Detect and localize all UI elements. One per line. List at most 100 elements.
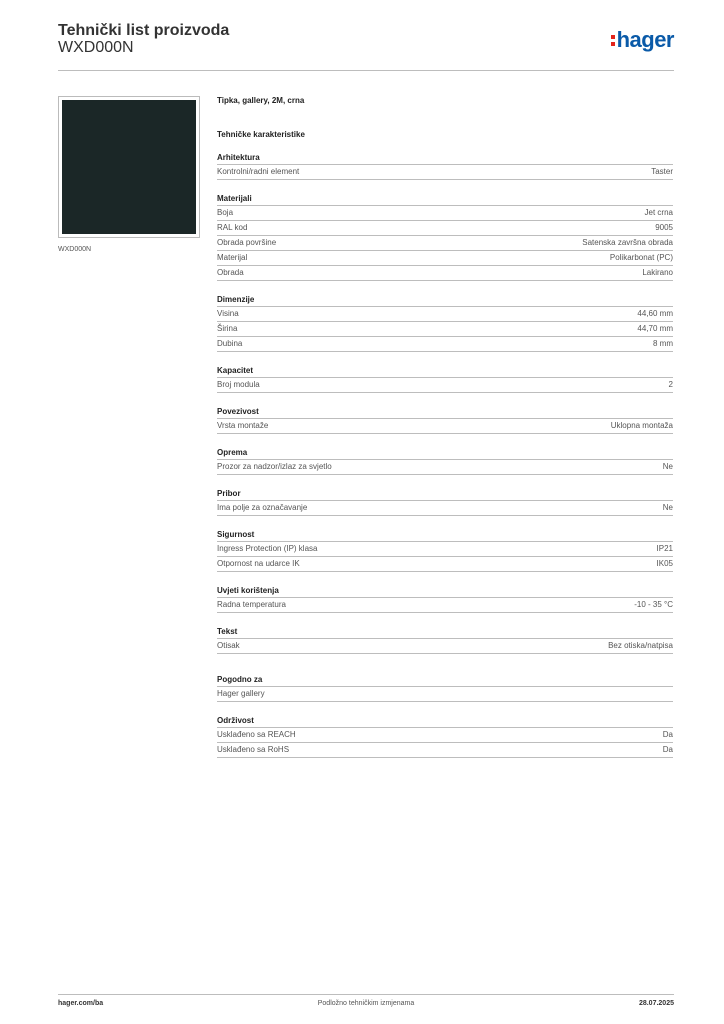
spec-value: Da (662, 745, 673, 754)
spec-row: Obrada površine Satenska završna obrada (217, 236, 673, 251)
spec-row: Obrada Lakirano (217, 266, 673, 281)
spec-value: 8 mm (653, 339, 673, 348)
spec-label: Prozor za nadzor/izlaz za svjetlo (217, 462, 332, 471)
spec-value: Uklopna montaža (610, 421, 673, 430)
spec-row: Boja Jet crna (217, 206, 673, 221)
spec-value: IK05 (656, 559, 673, 568)
footer-date: 28.07.2025 (638, 1000, 674, 1007)
page-footer: hager.com/ba Podložno tehničkim izmjenam… (58, 994, 674, 1011)
product-name: Tipka, gallery, 2M, crna (217, 96, 305, 105)
spec-value: Bez otiska/natpisa (608, 641, 673, 650)
spec-section-heading: Pribor (217, 488, 673, 501)
spec-section-heading: Dimenzije (217, 294, 673, 307)
spec-row: Usklađeno sa REACH Da (217, 728, 673, 743)
spec-label: Dubina (217, 339, 243, 348)
spec-section-heading: Pogodno za (217, 674, 673, 687)
logo-dots-icon (610, 33, 615, 47)
footer-website[interactable]: hager.com/ba (58, 1000, 104, 1007)
spec-value: Da (662, 730, 673, 739)
spec-row: Ingress Protection (IP) klasa IP21 (217, 542, 673, 557)
spec-row: Otpornost na udarce IK IK05 (217, 557, 673, 572)
spec-row: Hager gallery (217, 687, 673, 702)
spec-label: Kontrolni/radni element (217, 167, 300, 176)
spec-label: Otisak (217, 641, 240, 650)
spec-label: Širina (217, 324, 238, 333)
spec-row: Prozor za nadzor/izlaz za svjetlo Ne (217, 460, 673, 475)
spec-label: Obrada površine (217, 238, 277, 247)
spec-row: Otisak Bez otiska/natpisa (217, 639, 673, 654)
product-image (58, 96, 200, 238)
spec-section-heading: Materijali (217, 193, 673, 206)
spec-label: Broj modula (217, 380, 260, 389)
page-title: Tehnički list proizvoda (58, 22, 230, 39)
spec-section: Pogodno za Hager gallery (217, 674, 673, 702)
spec-value: Jet crna (644, 208, 673, 217)
spec-label: Obrada (217, 268, 244, 277)
spec-value: Ne (662, 503, 673, 512)
spec-row: Ima polje za označavanje Ne (217, 501, 673, 516)
spec-label: Usklađeno sa RoHS (217, 745, 290, 754)
spec-section-heading: Arhitektura (217, 152, 673, 165)
spec-value: Taster (651, 167, 673, 176)
spec-value: 44,60 mm (637, 309, 673, 318)
spec-label: Visina (217, 309, 239, 318)
page-header: Tehnički list proizvoda WXD000N hager (58, 22, 675, 71)
product-code: WXD000N (58, 39, 134, 56)
spec-row: Kontrolni/radni element Taster (217, 165, 673, 180)
spec-label: Materijal (217, 253, 248, 262)
spec-row: Visina 44,60 mm (217, 307, 673, 322)
footer-note: Podložno tehničkim izmjenama (317, 1000, 415, 1007)
spec-value: -10 - 35 °C (634, 600, 673, 609)
spec-value: Polikarbonat (PC) (609, 253, 673, 262)
spec-label: RAL kod (217, 223, 248, 232)
spec-section-heading: Povezivost (217, 406, 673, 419)
spec-label: Hager gallery (217, 689, 265, 698)
spec-section-heading: Kapacitet (217, 365, 673, 378)
spec-section-heading: Sigurnost (217, 529, 673, 542)
spec-label: Otpornost na udarce IK (217, 559, 300, 568)
spec-row: Usklađeno sa RoHS Da (217, 743, 673, 758)
spec-value: Satenska završna obrada (582, 238, 673, 247)
spec-value: Ne (662, 462, 673, 471)
spec-section-heading: Oprema (217, 447, 673, 460)
spec-row: Vrsta montaže Uklopna montaža (217, 419, 673, 434)
spec-section-heading: Tekst (217, 626, 673, 639)
spec-content: Tipka, gallery, 2M, crna Tehničke karakt… (217, 96, 673, 758)
spec-section-heading: Uvjeti korištenja (217, 585, 673, 598)
spec-value: 2 (668, 380, 673, 389)
spec-label: Boja (217, 208, 234, 217)
spec-label: Ingress Protection (IP) klasa (217, 544, 318, 553)
spec-row: Širina 44,70 mm (217, 322, 673, 337)
spec-row: Materijal Polikarbonat (PC) (217, 251, 673, 266)
spec-section-heading: Održivost (217, 715, 673, 728)
spec-value: IP21 (656, 544, 673, 553)
spec-row: RAL kod 9005 (217, 221, 673, 236)
spec-label: Radna temperatura (217, 600, 286, 609)
spec-label: Usklađeno sa REACH (217, 730, 296, 739)
product-image-caption: WXD000N (58, 246, 92, 253)
logo-text: hager (616, 27, 675, 52)
spec-row: Radna temperatura -10 - 35 °C (217, 598, 673, 613)
spec-row: Broj modula 2 (217, 378, 673, 393)
spec-label: Vrsta montaže (217, 421, 269, 430)
spec-value: 44,70 mm (637, 324, 673, 333)
spec-value: 9005 (655, 223, 673, 232)
spec-label: Ima polje za označavanje (217, 503, 308, 512)
spec-section-title: Tehničke karakteristike (217, 130, 305, 139)
product-image-fill (62, 100, 196, 234)
spec-row: Dubina 8 mm (217, 337, 673, 352)
hager-logo: hager (610, 27, 675, 53)
spec-value: Lakirano (642, 268, 673, 277)
